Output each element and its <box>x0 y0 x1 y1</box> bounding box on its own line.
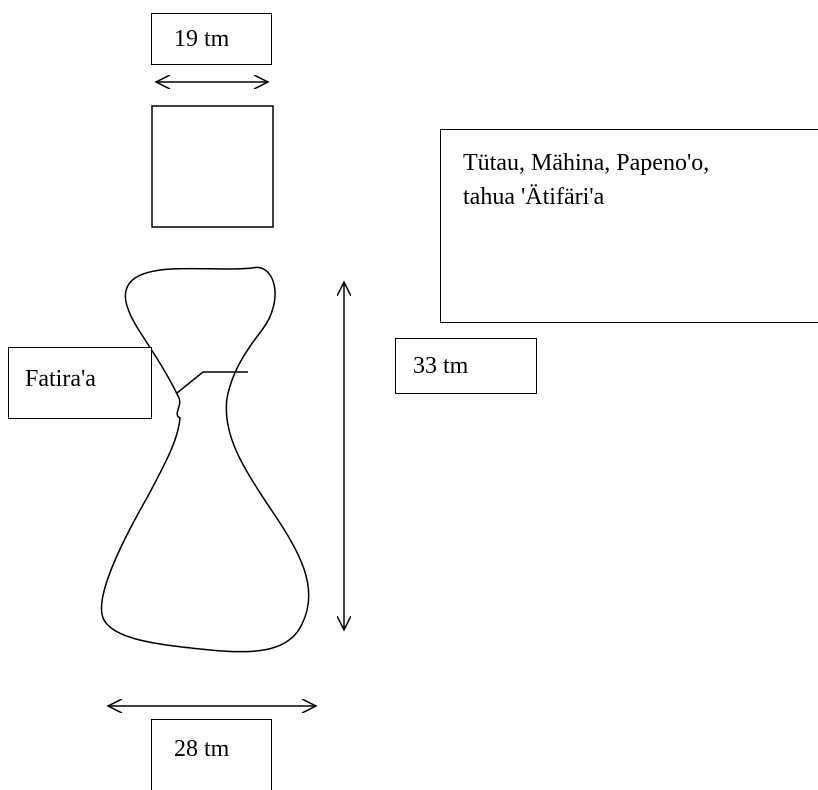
height-label: 33 tm <box>413 353 469 379</box>
top-width-label: 19 tm <box>174 26 230 52</box>
fatiraa-label: Fatira'a <box>25 366 96 392</box>
height-label-box: 33 tm <box>395 338 537 394</box>
vessel-outline <box>100 266 310 653</box>
fatiraa-leader-line <box>176 371 248 394</box>
location-note-line-1: Tütau, Mähina, Papeno'o, <box>463 150 710 176</box>
bottom-width-label-box: 28 tm <box>151 719 272 790</box>
top-view-square <box>151 105 274 228</box>
bottom-width-label: 28 tm <box>174 736 230 762</box>
fatiraa-label-box: Fatira'a <box>8 347 152 419</box>
location-note-box: Tütau, Mähina, Papeno'o, tahua 'Ätifäri'… <box>440 129 818 323</box>
location-note-line-2: tahua 'Ätifäri'a <box>463 184 605 210</box>
top-width-label-box: 19 tm <box>151 13 272 65</box>
